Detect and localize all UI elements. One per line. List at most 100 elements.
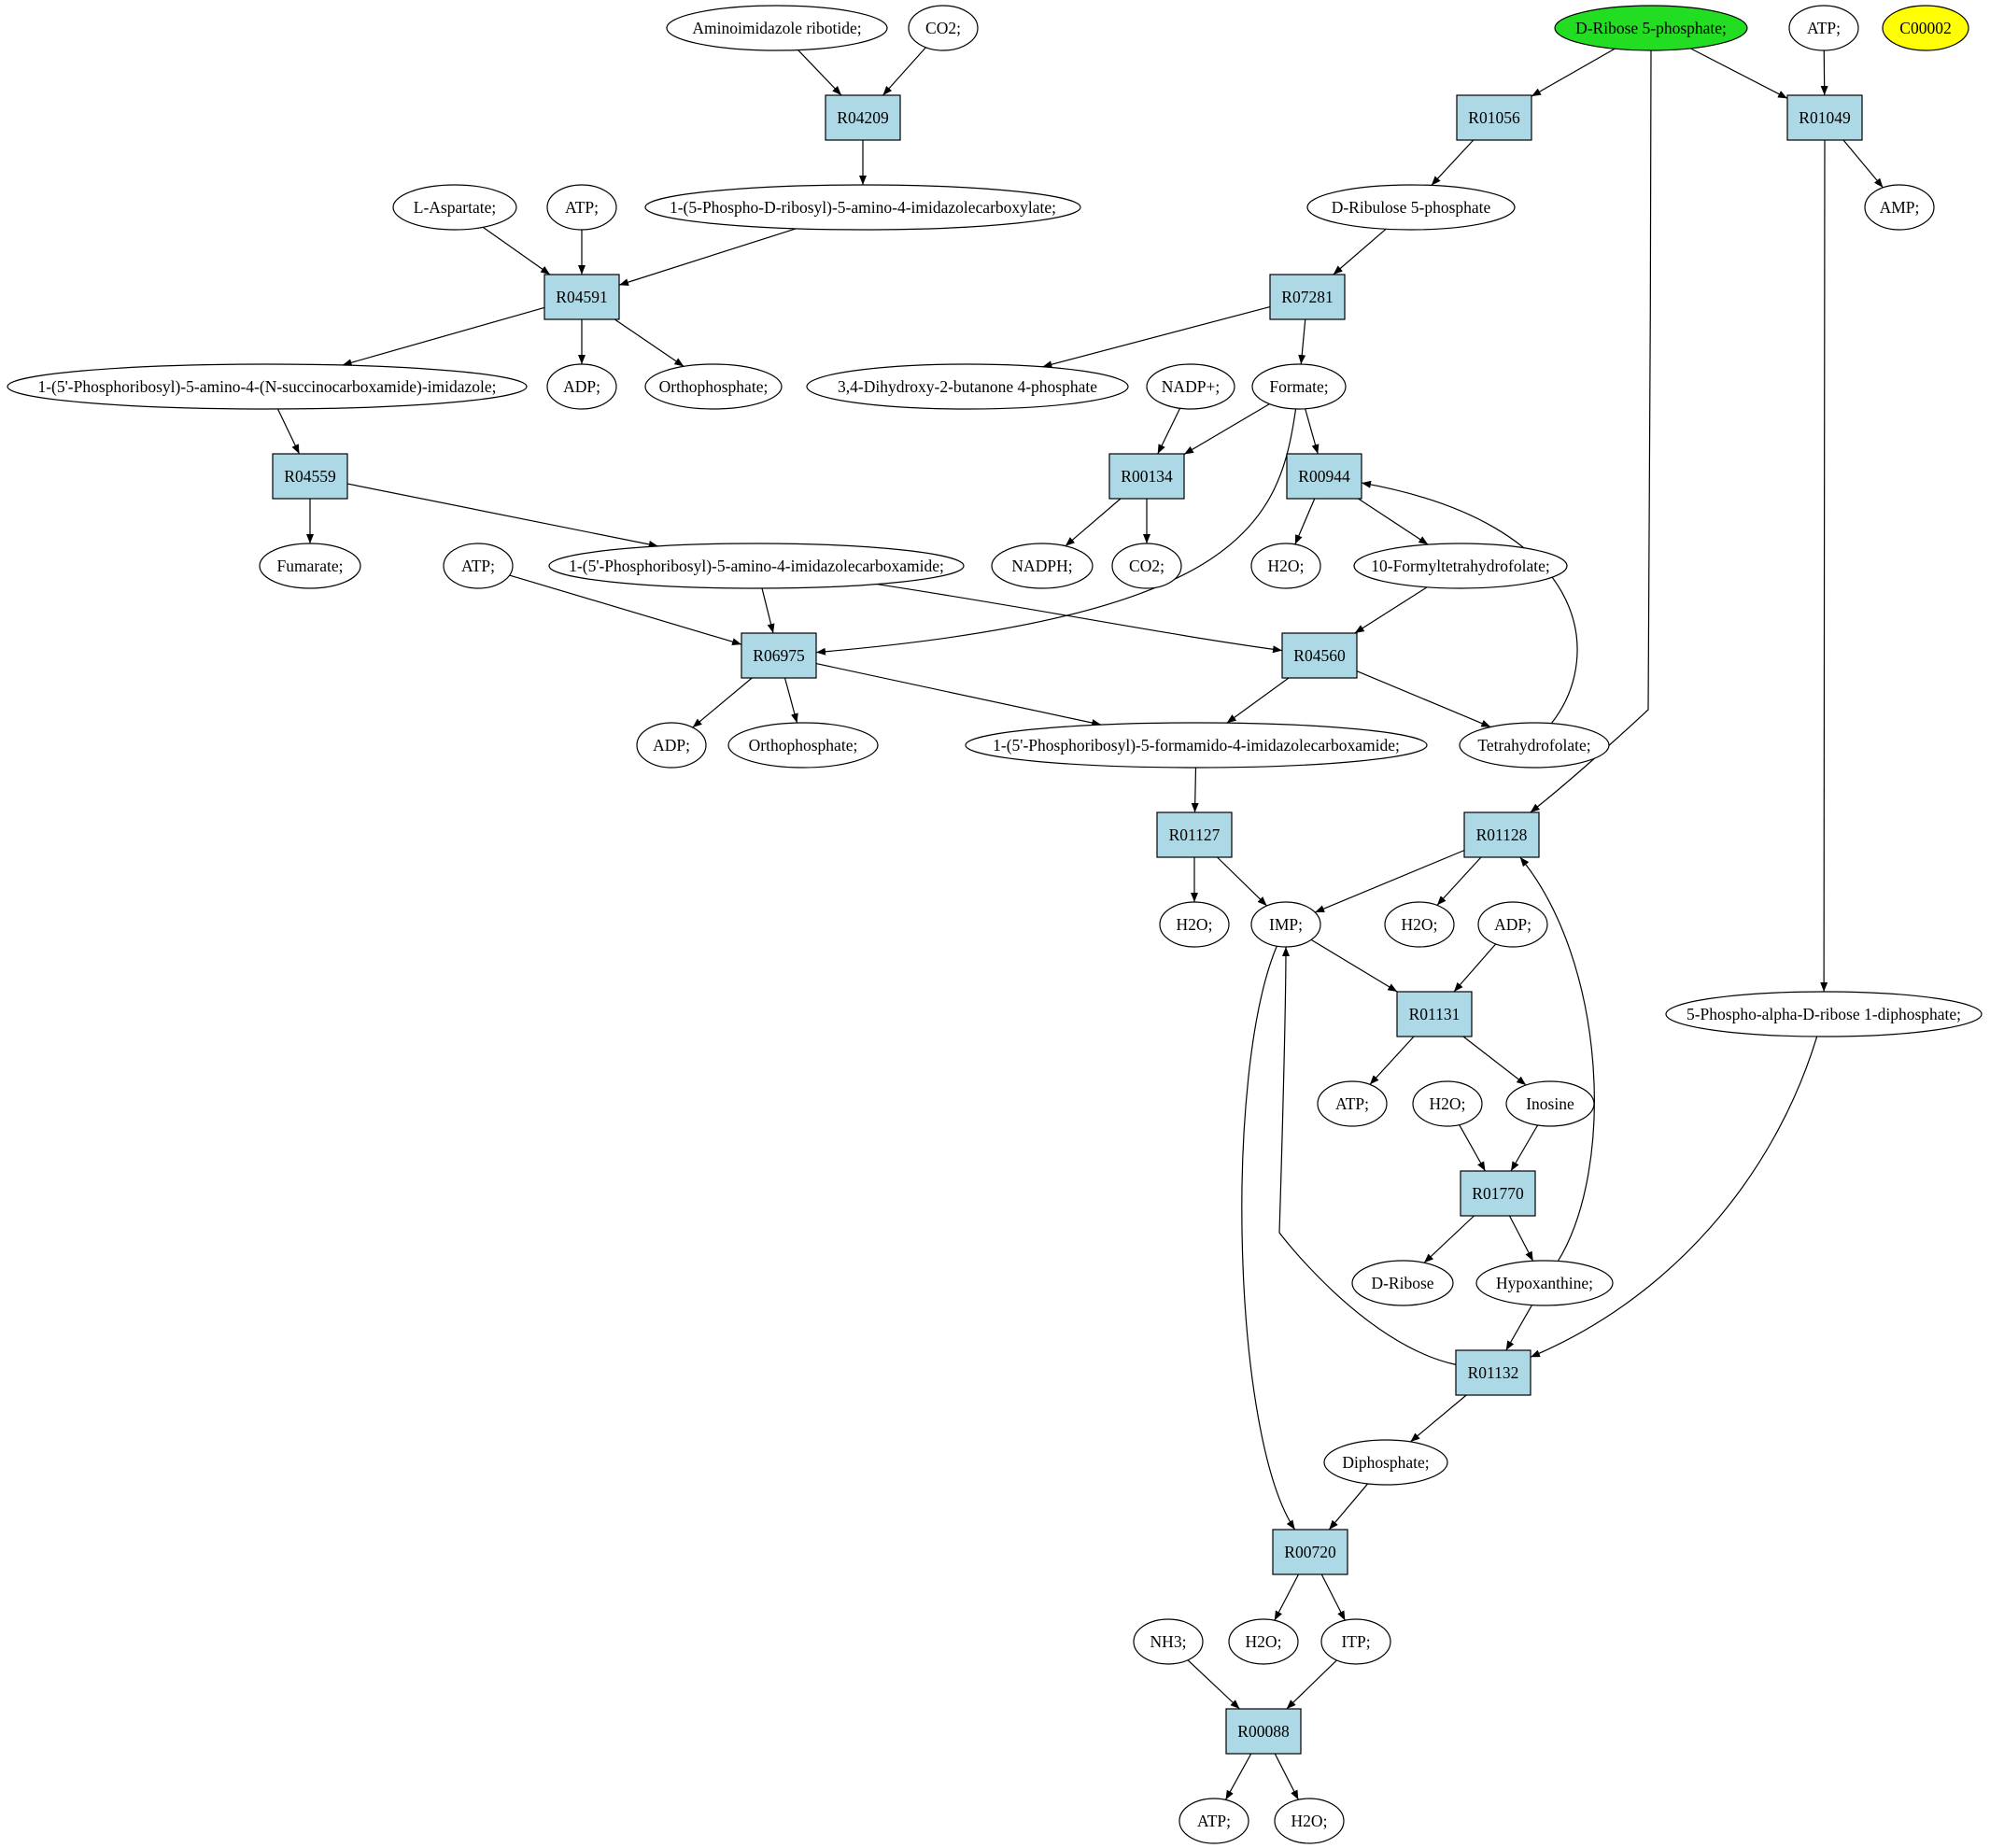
edge-c5-to-r01132 bbox=[1530, 1036, 1818, 1358]
reaction-node[interactable]: R00944 bbox=[1286, 453, 1362, 500]
compound-node[interactable]: ATP; bbox=[1178, 1798, 1249, 1844]
compound-node[interactable]: ATP; bbox=[1317, 1080, 1388, 1127]
compound-ellipse bbox=[548, 543, 965, 589]
compound-node[interactable]: ITP; bbox=[1320, 1618, 1391, 1665]
compound-node[interactable]: D-Ribose bbox=[1351, 1260, 1454, 1306]
edge-c4-to-r01131 bbox=[1453, 943, 1497, 993]
compound-node[interactable]: ATP; bbox=[443, 543, 514, 589]
reaction-node[interactable]: R00720 bbox=[1272, 1529, 1348, 1575]
compound-node[interactable]: ATP; bbox=[546, 184, 617, 231]
reaction-box bbox=[1286, 453, 1362, 500]
reaction-label: R01049 bbox=[1799, 108, 1851, 127]
reaction-node[interactable]: R01131 bbox=[1396, 991, 1473, 1037]
compound-node[interactable]: Fumarate; bbox=[259, 543, 361, 589]
edge-c12-to-r00088 bbox=[1187, 1659, 1240, 1710]
compound-node[interactable]: L-Aspartate; bbox=[392, 184, 517, 231]
compound-node[interactable]: Tetrahydrofolate; bbox=[1459, 722, 1610, 769]
compound-node[interactable]: 1-(5-Phospho-D-ribosyl)-5-amino-4-imidaz… bbox=[644, 184, 1081, 231]
reaction-node[interactable]: R04591 bbox=[543, 274, 620, 320]
reaction-node[interactable]: R01056 bbox=[1456, 94, 1532, 141]
compound-ellipse bbox=[546, 184, 617, 231]
edge-r00134-to-b9 bbox=[1065, 498, 1122, 547]
compound-node[interactable]: IMP; bbox=[1250, 901, 1321, 948]
compound-ellipse bbox=[1306, 184, 1516, 231]
reaction-node[interactable]: R00134 bbox=[1108, 453, 1185, 500]
compound-node[interactable]: CO2; bbox=[1111, 543, 1182, 589]
compound-node[interactable]: Orthophosphate; bbox=[644, 363, 783, 410]
compound-node[interactable]: H2O; bbox=[1228, 1618, 1299, 1665]
edge-a1-to-r04209 bbox=[797, 49, 842, 96]
compound-node[interactable]: AMP; bbox=[1864, 184, 1935, 231]
compound-label: 1-(5'-Phosphoribosyl)-5-formamido-4-imid… bbox=[993, 736, 1400, 755]
compound-ellipse bbox=[1554, 5, 1748, 51]
reaction-box bbox=[825, 94, 901, 141]
compound-node[interactable]: 5-Phospho-alpha-D-ribose 1-diphosphate; bbox=[1665, 991, 1983, 1037]
reaction-node[interactable]: R04209 bbox=[825, 94, 901, 141]
compound-node[interactable]: 1-(5'-Phosphoribosyl)-5-formamido-4-imid… bbox=[965, 722, 1428, 769]
compound-node[interactable]: 10-Formyltetrahydrofolate; bbox=[1353, 543, 1568, 589]
compound-label: H2O; bbox=[1268, 557, 1305, 575]
edge-c7-to-r01770 bbox=[1459, 1124, 1487, 1172]
edge-r00720-to-c14 bbox=[1320, 1573, 1346, 1621]
compound-node[interactable]: 1-(5'-Phosphoribosyl)-5-amino-4-imidazol… bbox=[548, 543, 965, 589]
compound-node[interactable]: Aminoimidazole ribotide; bbox=[666, 5, 888, 51]
edge-a11-to-r06975 bbox=[509, 574, 742, 646]
compound-node[interactable]: D-Ribulose 5-phosphate bbox=[1306, 184, 1516, 231]
reaction-node[interactable]: R06975 bbox=[741, 632, 817, 679]
compound-ellipse bbox=[1111, 543, 1182, 589]
compound-node[interactable]: H2O; bbox=[1250, 543, 1321, 589]
edge-r01128-to-c2 bbox=[1314, 850, 1465, 913]
compound-ellipse bbox=[1353, 543, 1568, 589]
compound-node[interactable]: H2O; bbox=[1384, 901, 1455, 948]
compound-node[interactable]: Orthophosphate; bbox=[727, 722, 879, 769]
compound-node[interactable]: H2O; bbox=[1274, 1798, 1345, 1844]
compound-ellipse bbox=[1251, 363, 1347, 410]
reaction-label: R04560 bbox=[1293, 646, 1346, 665]
compound-node[interactable]: C00002 bbox=[1882, 5, 1969, 51]
compound-node[interactable]: D-Ribose 5-phosphate; bbox=[1554, 5, 1748, 51]
compound-node[interactable]: Hypoxanthine; bbox=[1475, 1260, 1614, 1306]
edge-r06975-to-a13 bbox=[783, 677, 798, 724]
reaction-label: R04559 bbox=[284, 467, 336, 486]
reaction-node[interactable]: R04560 bbox=[1281, 632, 1358, 679]
compound-node[interactable]: ADP; bbox=[636, 722, 707, 769]
reaction-node[interactable]: R01128 bbox=[1463, 811, 1540, 858]
edge-r04560-to-b14 bbox=[1356, 670, 1491, 728]
reaction-box bbox=[1272, 1529, 1348, 1575]
reaction-node[interactable]: R04559 bbox=[272, 453, 348, 500]
reaction-box bbox=[1460, 1170, 1536, 1217]
compound-node[interactable]: NH3; bbox=[1133, 1618, 1204, 1665]
reaction-node[interactable]: R01770 bbox=[1460, 1170, 1536, 1217]
compound-label: ADP; bbox=[563, 377, 600, 396]
compound-label: 1-(5'-Phosphoribosyl)-5-amino-4-(N-succi… bbox=[37, 377, 496, 396]
compound-node[interactable]: NADP+; bbox=[1146, 363, 1235, 410]
edge-r00720-to-c13 bbox=[1274, 1573, 1300, 1621]
reaction-node[interactable]: R07281 bbox=[1269, 274, 1346, 320]
compound-node[interactable]: NADPH; bbox=[991, 543, 1094, 589]
compound-label: CO2; bbox=[925, 19, 961, 37]
reaction-box bbox=[1456, 94, 1532, 141]
reaction-label: R01770 bbox=[1472, 1184, 1524, 1203]
compound-ellipse bbox=[1505, 1080, 1595, 1127]
compound-label: ADP; bbox=[1494, 915, 1531, 934]
compound-node[interactable]: 3,4-Dihydroxy-2-butanone 4-phosphate bbox=[806, 363, 1129, 410]
compound-node[interactable]: ADP; bbox=[1477, 901, 1548, 948]
compound-node[interactable]: CO2; bbox=[908, 5, 979, 51]
compound-ellipse bbox=[443, 543, 514, 589]
reaction-node[interactable]: R01127 bbox=[1156, 811, 1233, 858]
compound-node[interactable]: 1-(5'-Phosphoribosyl)-5-amino-4-(N-succi… bbox=[7, 363, 528, 410]
compound-label: NADP+; bbox=[1162, 377, 1220, 396]
compound-node[interactable]: Diphosphate; bbox=[1323, 1439, 1448, 1486]
edge-c14-to-r00088 bbox=[1286, 1659, 1337, 1710]
compound-label: ATP; bbox=[461, 557, 495, 575]
reaction-node[interactable]: R01049 bbox=[1786, 94, 1863, 141]
reaction-node[interactable]: R01132 bbox=[1455, 1349, 1531, 1396]
reaction-box bbox=[741, 632, 817, 679]
compound-node[interactable]: ATP; bbox=[1788, 5, 1859, 51]
compound-node[interactable]: Formate; bbox=[1251, 363, 1347, 410]
compound-node[interactable]: Inosine bbox=[1505, 1080, 1595, 1127]
compound-node[interactable]: H2O; bbox=[1412, 1080, 1483, 1127]
compound-node[interactable]: H2O; bbox=[1159, 901, 1230, 948]
reaction-node[interactable]: R00088 bbox=[1225, 1708, 1302, 1755]
compound-node[interactable]: ADP; bbox=[546, 363, 617, 410]
